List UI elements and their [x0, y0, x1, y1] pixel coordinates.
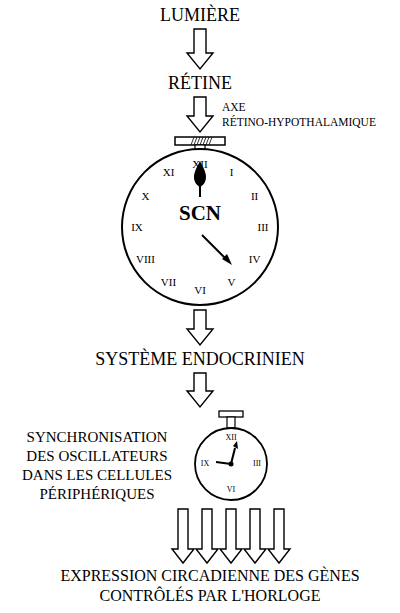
clock-caption: SYNCHRONISATION DES OSCILLATEURS DANS LE… [12, 428, 182, 504]
clock-crown [175, 137, 225, 145]
hatch-line [191, 137, 194, 145]
clock-crown [219, 411, 243, 417]
stage-label: LUMIÈRE [100, 4, 300, 26]
clock-numeral: III [253, 459, 261, 469]
stage-text: LUMIÈRE [100, 4, 300, 26]
clock-numeral: III [258, 221, 269, 234]
peripheral-clock: SYNCHRONISATION DES OSCILLATEURS DANS LE… [192, 410, 270, 506]
clock-numeral: II [251, 189, 258, 202]
crown-hatch [191, 137, 212, 145]
master-clock: SCNXIIIIIIIIIVVVIVIIVIIIIXXXI [118, 135, 282, 307]
hollow-arrow [172, 509, 194, 563]
clock-numeral: IV [249, 252, 261, 265]
clock-face [122, 149, 278, 305]
stage-text: SYSTÈME ENDOCRINIEN [40, 348, 360, 370]
clock-face [195, 428, 267, 500]
clock-numeral: I [230, 166, 234, 179]
hollow-arrow [187, 29, 213, 69]
hollow-arrow [187, 373, 213, 407]
hollow-arrow [244, 509, 266, 563]
clock-hand-tip [233, 441, 238, 449]
clock-hand [202, 235, 226, 259]
clock-pivot [229, 462, 234, 467]
hatch-line [194, 137, 197, 145]
clock-numeral: VII [161, 275, 176, 288]
clock-numeral: XII [192, 158, 207, 171]
stage-text: EXPRESSION CIRCADIENNE DES GÈNES CONTRÔL… [20, 566, 400, 606]
hollow-arrow [187, 97, 213, 132]
stage-text: RÉTINE [100, 72, 300, 94]
clock-numeral: V [228, 275, 236, 288]
clock-numeral: IX [131, 221, 143, 234]
hatch-line [197, 137, 200, 145]
edge-label: AXE RÉTINO-HYPOTHALAMIQUE [222, 100, 396, 130]
hatch-line [200, 137, 203, 145]
hollow-arrow [187, 310, 213, 345]
stage-label: RÉTINE [100, 72, 300, 94]
hollow-arrow [196, 509, 218, 563]
hollow-arrow [220, 509, 242, 563]
hatch-line [203, 137, 206, 145]
clock-numeral: VI [194, 284, 206, 297]
clock-hand-tip [222, 254, 232, 265]
clock-numeral: IX [201, 459, 209, 469]
clock-numeral: VI [227, 485, 235, 495]
hollow-arrow [268, 509, 290, 563]
clock-numeral: XI [163, 166, 175, 179]
clock-numeral: X [141, 189, 149, 202]
stage-label: EXPRESSION CIRCADIENNE DES GÈNES CONTRÔL… [20, 566, 400, 610]
clock-numeral: VIII [136, 252, 155, 265]
clock-numeral: XII [225, 433, 236, 443]
hatch-line [209, 137, 212, 145]
clock-stem [227, 417, 235, 428]
stage-label: SYSTÈME ENDOCRINIEN [40, 348, 360, 370]
hatch-line [206, 137, 209, 145]
